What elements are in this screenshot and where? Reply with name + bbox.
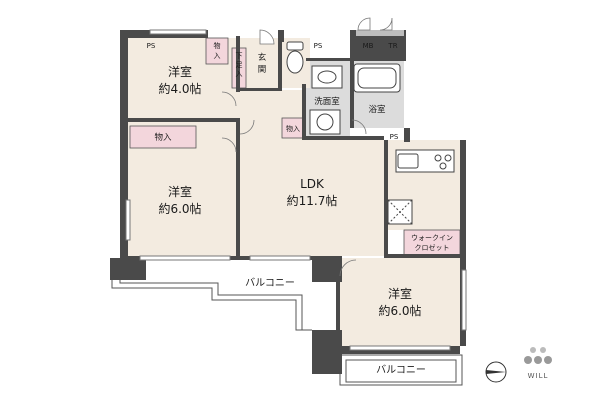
ldk-name: LDK bbox=[300, 177, 325, 191]
brand-name: WILL bbox=[528, 372, 549, 380]
storage-top-1: 物 bbox=[214, 41, 221, 50]
balcony-lower-label: バルコニー bbox=[376, 364, 426, 376]
floors bbox=[128, 38, 462, 346]
storage-top-2: 入 bbox=[214, 52, 221, 60]
western-top-size: 約4.0帖 bbox=[158, 81, 201, 96]
mb-label: MB bbox=[363, 42, 374, 50]
shoe-label-3: 入 bbox=[236, 70, 243, 78]
ps-kitchen: PS bbox=[390, 133, 399, 141]
bathroom-label: 浴室 bbox=[368, 104, 386, 115]
ps-top-left: PS bbox=[147, 42, 156, 50]
ps-toilet: PS bbox=[314, 42, 323, 50]
fixtures bbox=[286, 41, 455, 225]
door-swings bbox=[221, 17, 393, 277]
storage-mid-label: 物入 bbox=[154, 132, 172, 143]
windows bbox=[125, 29, 467, 351]
walkin-line1: ウォークイン bbox=[411, 234, 453, 242]
washroom-label: 洗面室 bbox=[314, 96, 340, 107]
western-bottom-size: 約6.0帖 bbox=[378, 303, 421, 318]
balcony-upper-label: バルコニー bbox=[245, 277, 295, 289]
balcony-upper bbox=[111, 280, 312, 331]
storage-wash-label: 物入 bbox=[286, 124, 300, 133]
storage-areas bbox=[129, 37, 461, 257]
compass-icon bbox=[485, 361, 507, 383]
western-top-name: 洋室 bbox=[168, 64, 192, 79]
shoe-label-1: 下 bbox=[236, 52, 243, 60]
ldk-size: 約11.7帖 bbox=[287, 193, 338, 208]
western-bottom-name: 洋室 bbox=[388, 286, 412, 301]
western-mid-name: 洋室 bbox=[168, 184, 192, 199]
walkin-line2: クロゼット bbox=[415, 243, 450, 252]
entrance-label-2: 関 bbox=[258, 65, 267, 75]
tr-label: TR bbox=[387, 42, 397, 50]
western-mid-size: 約6.0帖 bbox=[158, 201, 201, 216]
room-labels: 洋室 約4.0帖 洋室 約6.0帖 LDK 約11.7帖 洋室 約6.0帖 洗面… bbox=[147, 41, 453, 376]
shoe-label-2: 足 bbox=[236, 61, 243, 69]
entrance-label-1: 玄 bbox=[258, 52, 267, 63]
brand-logo: WILL bbox=[524, 347, 552, 380]
